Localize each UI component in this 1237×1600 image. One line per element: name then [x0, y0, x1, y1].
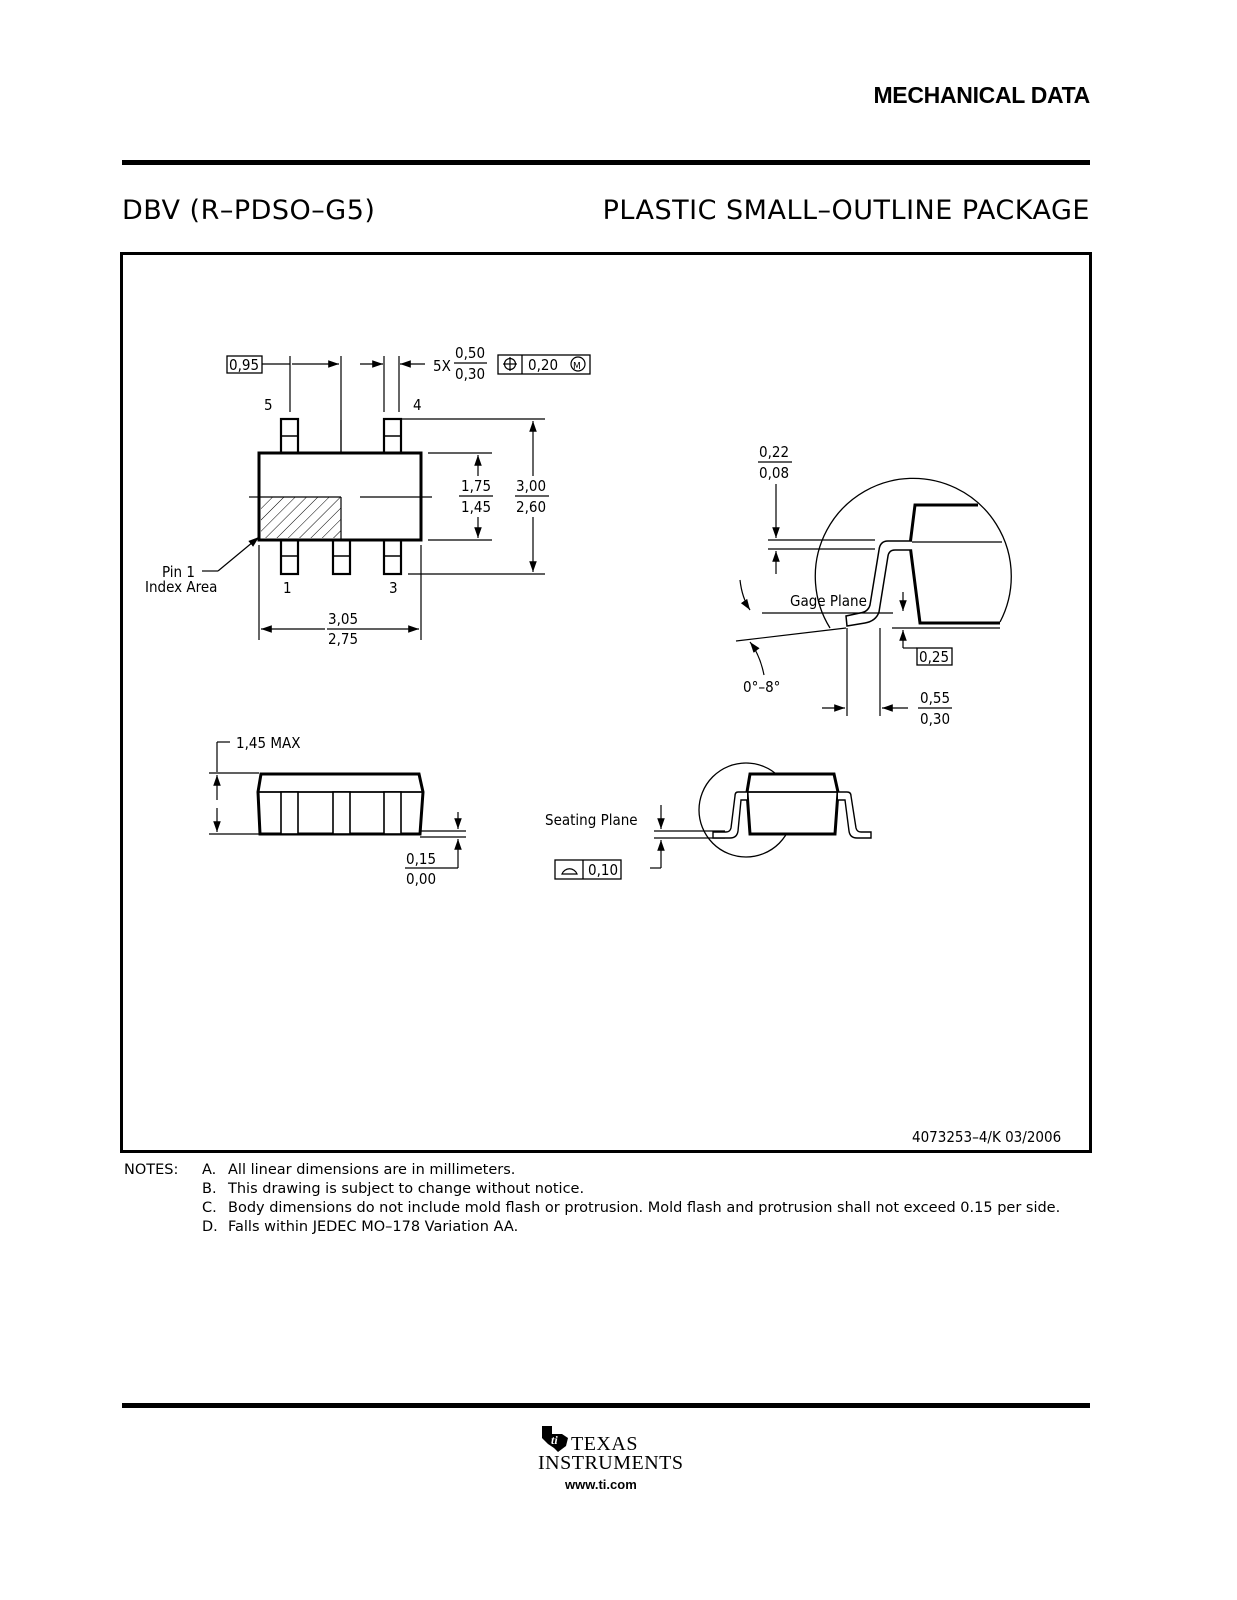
side-lead: [332, 791, 351, 835]
foot-length-min: 0,30: [920, 710, 950, 728]
page-header-title: MECHANICAL DATA: [873, 82, 1090, 108]
standoff-max: 0,15: [406, 850, 436, 868]
pin-label-3: 3: [389, 579, 398, 597]
standoff-min: 0,00: [406, 870, 436, 888]
mechanical-drawing: 0,95 5X 0,50 0,30 0,20 M 5 4 1 3: [145, 344, 1061, 1146]
angle-value: 0°–8°: [743, 678, 780, 696]
detail-lead: [845, 540, 912, 627]
logo-text-line2: INSTRUMENTS: [538, 1452, 684, 1474]
note-text: This drawing is subject to change withou…: [228, 1181, 585, 1197]
mmc-symbol-icon: [570, 356, 586, 372]
position-tolerance-frame: [497, 354, 591, 375]
pin-label-4: 4: [413, 396, 422, 414]
pin-label-1: 1: [283, 579, 292, 597]
footer-url: www.ti.com: [565, 1477, 637, 1492]
note-item: A. All linear dimensions are in millimete…: [202, 1161, 515, 1180]
overall-width-min: 2,60: [516, 498, 546, 516]
end-lead-left: [712, 791, 747, 839]
body-length-max: 3,05: [328, 610, 358, 628]
seating-reference-line: [735, 627, 847, 642]
detail-view: 0,22 0,08 Gage Plane 0,25 0°–8° 0,: [735, 443, 1012, 728]
body-width-min: 1,45: [461, 498, 491, 516]
lead-width-min: 0,30: [455, 365, 485, 383]
gage-plane-label: Gage Plane: [790, 592, 867, 610]
pitch-value: 0,95: [229, 356, 259, 374]
lead-thickness-min: 0,08: [759, 464, 789, 482]
note-text: All linear dimensions are in millimeters…: [228, 1162, 516, 1178]
pin1-label-line2: Index Area: [145, 578, 217, 596]
logo-text-line1: TEXAS: [571, 1433, 638, 1455]
angle-arc: [739, 579, 751, 611]
end-lead-right: [838, 791, 872, 839]
top-view: 0,95 5X 0,50 0,30 0,20 M 5 4 1 3: [145, 344, 591, 648]
bottom-rule: [122, 1403, 1090, 1408]
height-max-label: 1,45 MAX: [236, 734, 300, 752]
pin1-index-area: [261, 497, 341, 538]
detail-body: [908, 503, 1000, 625]
mmc-letter: M: [573, 361, 581, 372]
angle-arc: [749, 641, 765, 676]
body-length-min: 2,75: [328, 630, 358, 648]
seating-plane-label: Seating Plane: [545, 811, 638, 829]
coplanarity-value: 0,10: [588, 861, 618, 879]
note-item: B. This drawing is subject to change with…: [202, 1180, 584, 1199]
gage-distance-value: 0,25: [919, 648, 949, 666]
note-text: Falls within JEDEC MO–178 Variation AA.: [228, 1219, 519, 1235]
note-key: D.: [202, 1219, 218, 1235]
end-view: Seating Plane 0,10: [545, 762, 872, 880]
note-key: A.: [202, 1162, 217, 1178]
svg-text:ti: ti: [551, 1433, 558, 1447]
lead-thickness-max: 0,22: [759, 443, 789, 461]
end-body: [745, 772, 840, 836]
note-key: C.: [202, 1200, 217, 1216]
lead-count-prefix: 5X: [433, 357, 451, 375]
drawing-number: 4073253–4/K 03/2006: [912, 1128, 1061, 1146]
package-name: PLASTIC SMALL–OUTLINE PACKAGE: [602, 195, 1090, 226]
pin1-label-line1: Pin 1: [162, 563, 195, 581]
notes-label: NOTES:: [124, 1162, 179, 1178]
position-tolerance-value: 0,20: [528, 356, 558, 374]
side-view: 1,45 MAX 0,15 0,00: [209, 734, 466, 888]
profile-surface-icon: [561, 868, 578, 875]
lead-width-max: 0,50: [455, 344, 485, 362]
coplanarity-frame: [554, 859, 622, 880]
note-text: Body dimensions do not include mold flas…: [228, 1200, 1061, 1216]
note-item: C. Body dimensions do not include mold fl…: [202, 1199, 1060, 1218]
gage-distance-box: [916, 647, 953, 666]
body-width-max: 1,75: [461, 477, 491, 495]
drawing-frame: [120, 252, 1092, 1153]
overall-width-max: 3,00: [516, 477, 546, 495]
side-lead: [383, 791, 402, 835]
foot-length-max: 0,55: [920, 689, 950, 707]
pin-label-5: 5: [264, 396, 273, 414]
texas-state-logo-icon: ti: [542, 1426, 568, 1452]
side-lead: [280, 791, 299, 835]
note-key: B.: [202, 1181, 217, 1197]
top-rule: [122, 160, 1090, 165]
pin1-leader: [217, 536, 260, 572]
detail-circle: [814, 477, 1012, 629]
package-code: DBV (R–PDSO–G5): [122, 195, 376, 226]
note-item: D. Falls within JEDEC MO–178 Variation AA…: [202, 1218, 518, 1237]
